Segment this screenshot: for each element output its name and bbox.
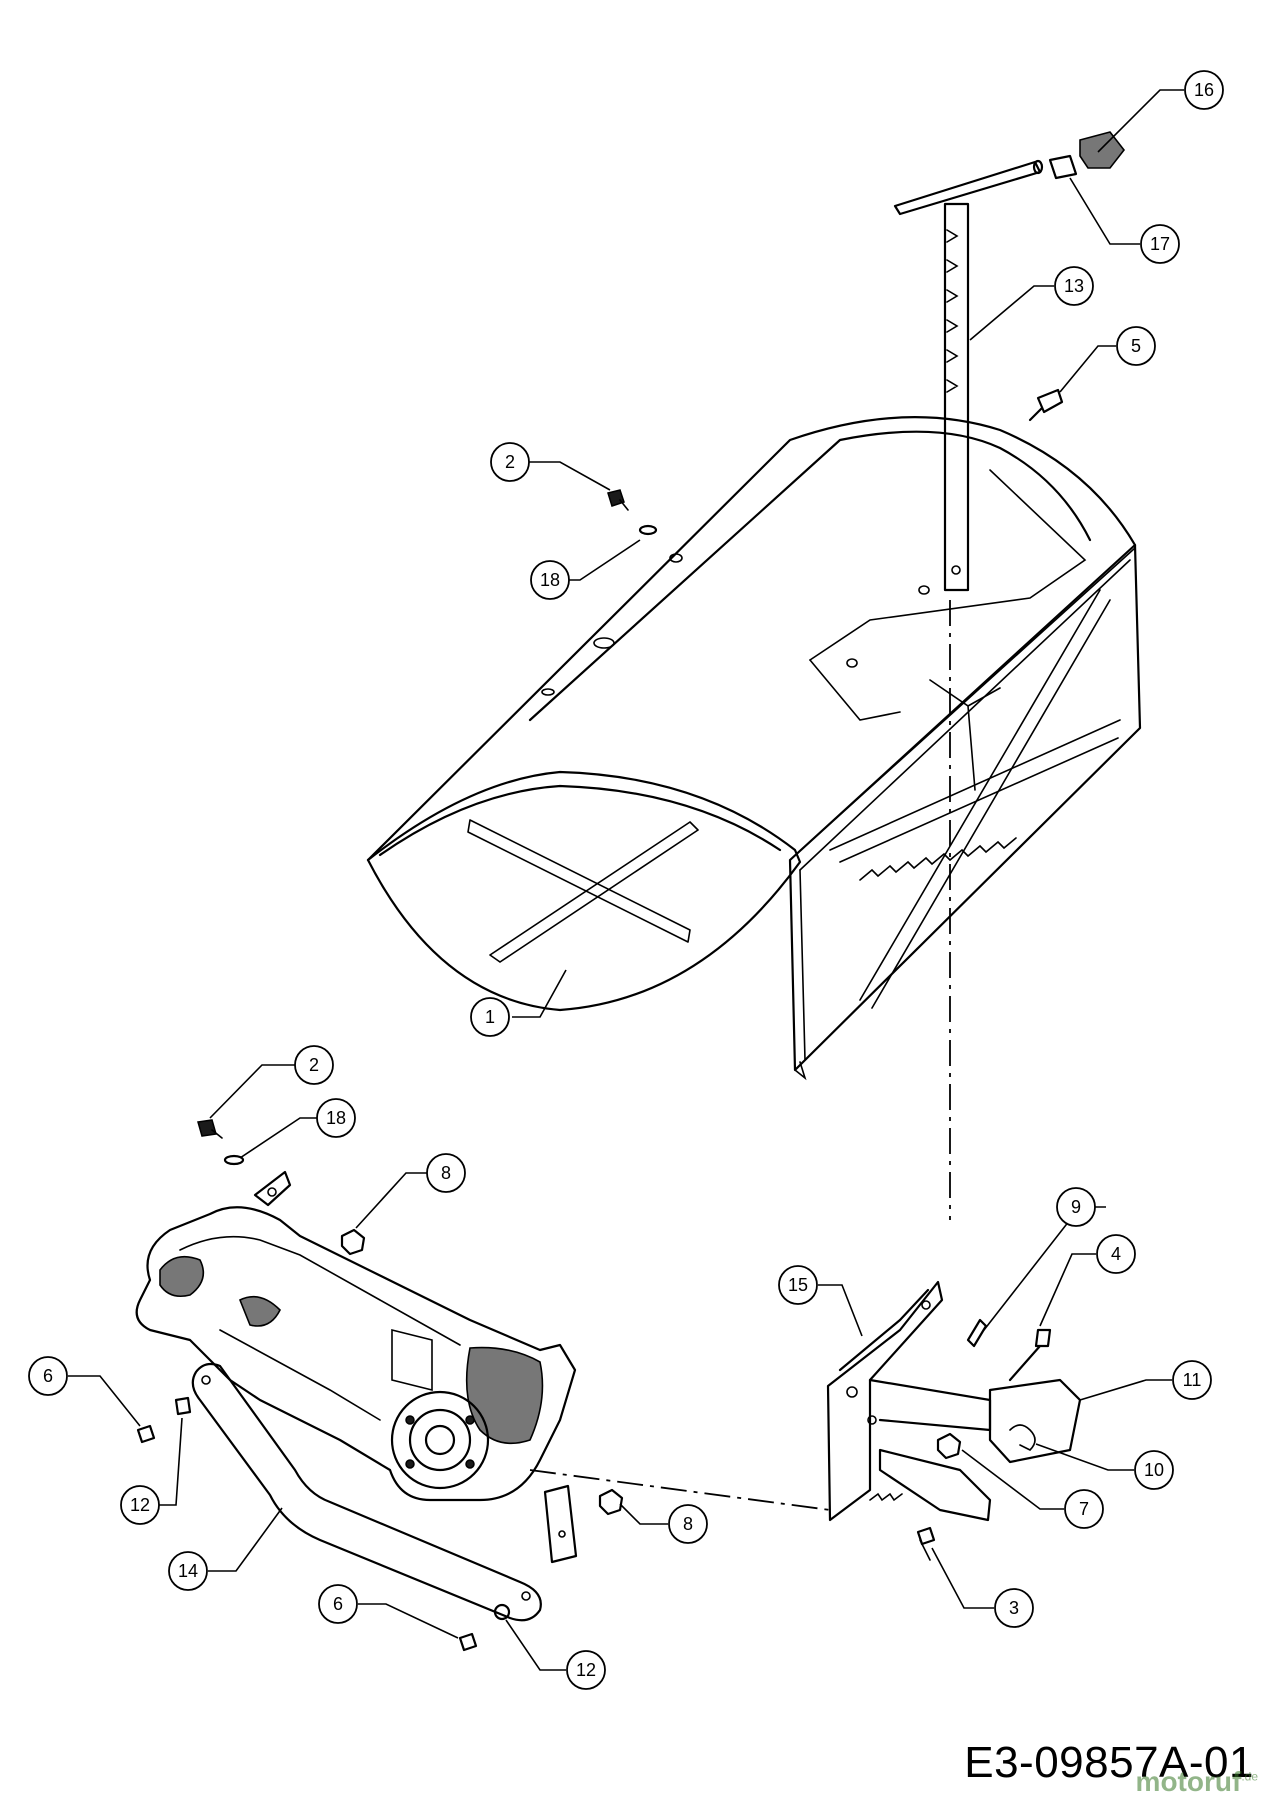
bolt-2-top [607, 489, 625, 507]
callout-4: 4 [1096, 1234, 1136, 1274]
callout-1: 1 [470, 997, 510, 1037]
hinge-block [543, 1484, 578, 1564]
callout-12-lower: 12 [566, 1650, 606, 1690]
svg-text:17: 17 [1150, 234, 1170, 254]
bolt-6-lower [458, 1632, 478, 1652]
pin-12-upper [174, 1396, 192, 1416]
svg-text:6: 6 [43, 1366, 53, 1386]
svg-text:3: 3 [1009, 1598, 1019, 1618]
svg-text:1: 1 [485, 1007, 495, 1027]
svg-text:16: 16 [1194, 80, 1214, 100]
pin-9 [966, 1318, 988, 1348]
nut-8-lower [598, 1488, 624, 1516]
svg-text:8: 8 [441, 1163, 451, 1183]
svg-text:9: 9 [1071, 1197, 1081, 1217]
svg-text:12: 12 [576, 1660, 596, 1680]
mounting-bracket [826, 1280, 992, 1522]
svg-text:12: 12 [130, 1495, 150, 1515]
svg-text:6: 6 [333, 1594, 343, 1614]
callout-2-left: 2 [294, 1045, 334, 1085]
svg-text:7: 7 [1079, 1499, 1089, 1519]
callout-14: 14 [168, 1551, 208, 1591]
nut-7 [936, 1432, 962, 1460]
washer-18-top [638, 524, 658, 536]
svg-text:4: 4 [1111, 1244, 1121, 1264]
grip-sleeve [1048, 154, 1078, 180]
callout-15: 15 [778, 1265, 818, 1305]
callout-5: 5 [1116, 326, 1156, 366]
callout-9: 9 [1056, 1187, 1096, 1227]
transmission-housing [135, 1170, 577, 1502]
svg-text:18: 18 [326, 1108, 346, 1128]
pin-12-lower [493, 1603, 511, 1621]
nut-8-upper [340, 1228, 366, 1256]
depth-bar [893, 159, 1044, 592]
watermark-suffix: .de [1241, 1769, 1258, 1784]
callout-11: 11 [1172, 1360, 1212, 1400]
svg-text:18: 18 [540, 570, 560, 590]
svg-text:2: 2 [505, 452, 515, 472]
callout-2-top: 2 [490, 442, 530, 482]
callout-18-left: 18 [316, 1098, 356, 1138]
callout-7: 7 [1064, 1489, 1104, 1529]
svg-text:5: 5 [1131, 336, 1141, 356]
tine-shield [366, 416, 1142, 1081]
callout-8-lower: 8 [668, 1504, 708, 1544]
svg-text:13: 13 [1064, 276, 1084, 296]
bolt-2-left [197, 1119, 217, 1137]
support-arm [191, 1362, 542, 1622]
callout-16: 16 [1184, 70, 1224, 110]
watermark-text: motoruf [1135, 1766, 1242, 1797]
washer-18-left [223, 1154, 245, 1166]
callout-6-lower: 6 [318, 1584, 358, 1624]
bolt-5 [1028, 388, 1064, 422]
spring-clip [1009, 1424, 1036, 1451]
drawing-code: E3-09857A-01 [964, 1738, 1254, 1787]
callout-17: 17 [1140, 224, 1180, 264]
callout-3: 3 [994, 1588, 1034, 1628]
centreline-axle [529, 1469, 831, 1511]
callout-10: 10 [1134, 1450, 1174, 1490]
bolt-6-upper [136, 1424, 156, 1444]
svg-text:15: 15 [788, 1275, 808, 1295]
callout-18-top: 18 [530, 560, 570, 600]
callout-8-upper: 8 [426, 1153, 466, 1193]
svg-text:10: 10 [1144, 1460, 1164, 1480]
latch-plate [988, 1378, 1082, 1464]
svg-text:11: 11 [1183, 1370, 1202, 1390]
knob [1079, 131, 1126, 169]
svg-text:8: 8 [683, 1514, 693, 1534]
svg-text:14: 14 [178, 1561, 198, 1581]
callout-13: 13 [1054, 266, 1094, 306]
bolt-4 [1008, 1328, 1052, 1382]
watermark-logo: motoruf.de [1136, 1766, 1258, 1798]
callout-12-upper: 12 [120, 1485, 160, 1525]
svg-text:2: 2 [309, 1055, 319, 1075]
callout-6-upper: 6 [28, 1356, 68, 1396]
